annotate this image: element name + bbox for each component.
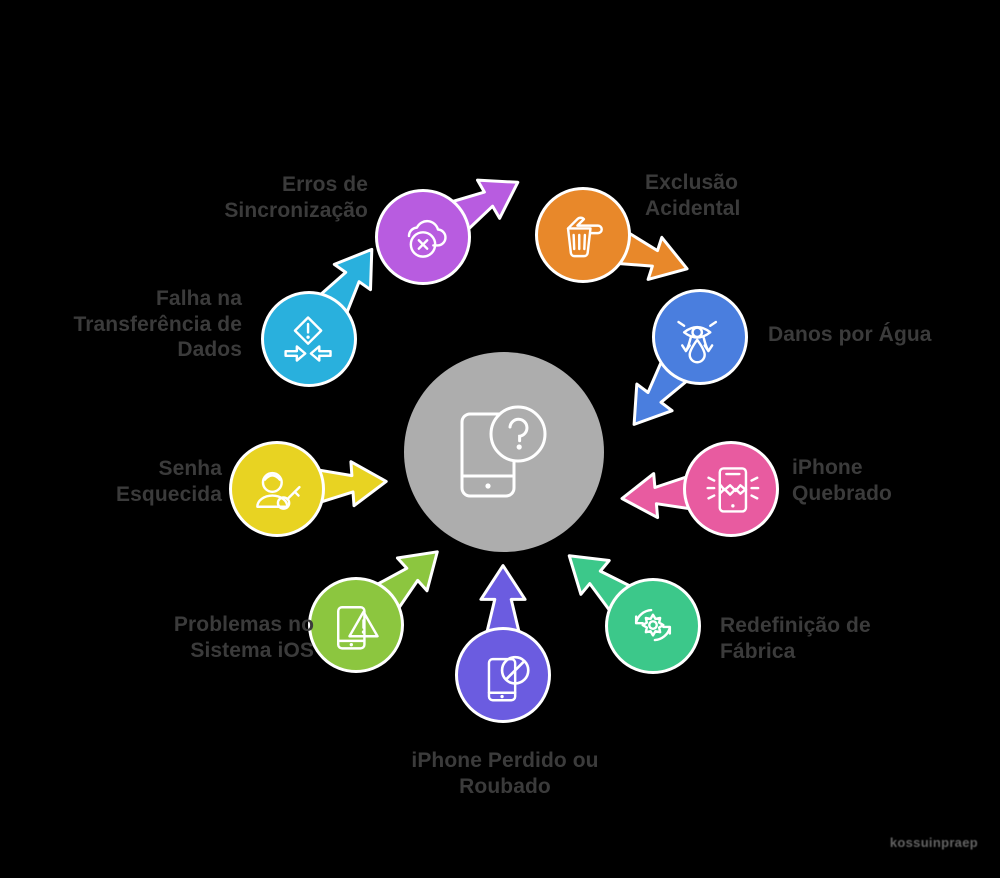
label-erros-sincronizacao: Erros de Sincronização <box>224 173 368 222</box>
cloud-error-icon <box>407 219 447 258</box>
node-problemas-sistema-ios[interactable] <box>308 577 404 673</box>
label-senha-esquecida: Senha Esquecida <box>116 457 222 506</box>
node-iphone-perdido-roubado[interactable] <box>455 627 551 723</box>
phone-warning-icon <box>337 606 379 650</box>
node-falha-transferencia-dados[interactable] <box>261 291 357 387</box>
node-danos-por-agua[interactable] <box>652 289 748 385</box>
phone-blocked-icon <box>487 655 530 702</box>
label-danos-por-agua: Danos por Água <box>768 323 932 346</box>
label-iphone-quebrado: iPhone Quebrado <box>792 456 892 505</box>
water-damage-icon <box>677 320 718 364</box>
cracked-phone-icon <box>706 467 760 513</box>
label-exclusao-acidental: Exclusão Acidental <box>645 171 741 220</box>
factory-reset-icon <box>634 608 672 642</box>
label-problemas-sistema-ios: Problemas no Sistema iOS <box>173 613 314 662</box>
center-hub <box>404 352 604 552</box>
watermark: kossuinpraep <box>889 835 978 850</box>
node-erros-sincronizacao[interactable] <box>375 189 471 285</box>
label-iphone-perdido-roubado: iPhone Perdido ou Roubado <box>411 749 599 798</box>
hand-trash-icon <box>566 216 603 258</box>
node-iphone-quebrado[interactable] <box>683 441 779 537</box>
user-key-icon <box>256 471 301 510</box>
label-falha-transferencia-dados: Falha na Transferência de Dados <box>73 287 242 362</box>
data-transfer-error-icon <box>284 316 332 362</box>
label-redefinicao-de-fabrica: Redefinição de Fábrica <box>720 614 871 663</box>
node-redefinicao-de-fabrica[interactable] <box>605 578 701 674</box>
node-senha-esquecida[interactable] <box>229 441 325 537</box>
node-exclusao-acidental[interactable] <box>535 187 631 283</box>
phone-question-icon <box>460 405 547 498</box>
